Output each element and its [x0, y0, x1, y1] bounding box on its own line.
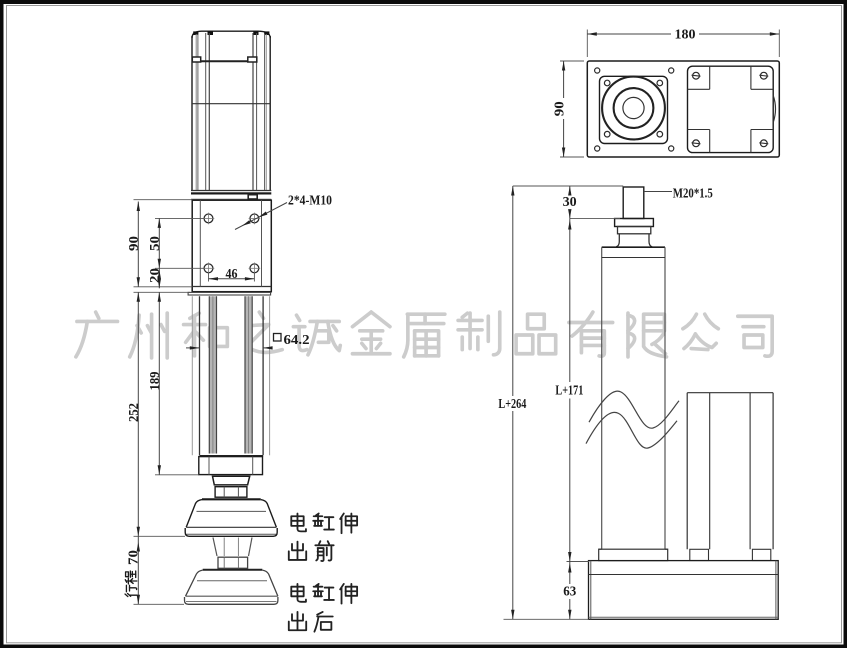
svg-text:M20*1.5: M20*1.5 — [673, 187, 713, 202]
svg-text:L+171: L+171 — [555, 382, 583, 397]
svg-text:L+264: L+264 — [498, 396, 526, 411]
svg-text:90: 90 — [126, 236, 141, 251]
svg-text:30: 30 — [563, 194, 577, 209]
svg-text:180: 180 — [675, 27, 696, 42]
svg-text:50: 50 — [147, 236, 162, 251]
svg-text:70: 70 — [125, 550, 140, 565]
svg-text:20: 20 — [147, 268, 162, 283]
svg-text:63: 63 — [563, 583, 576, 598]
svg-text:46: 46 — [226, 266, 238, 281]
svg-text:252: 252 — [126, 403, 141, 422]
svg-text:189: 189 — [147, 371, 162, 390]
svg-text:2*4-M10: 2*4-M10 — [288, 194, 332, 209]
svg-text:90: 90 — [551, 101, 566, 116]
svg-text:64.2: 64.2 — [284, 332, 310, 347]
